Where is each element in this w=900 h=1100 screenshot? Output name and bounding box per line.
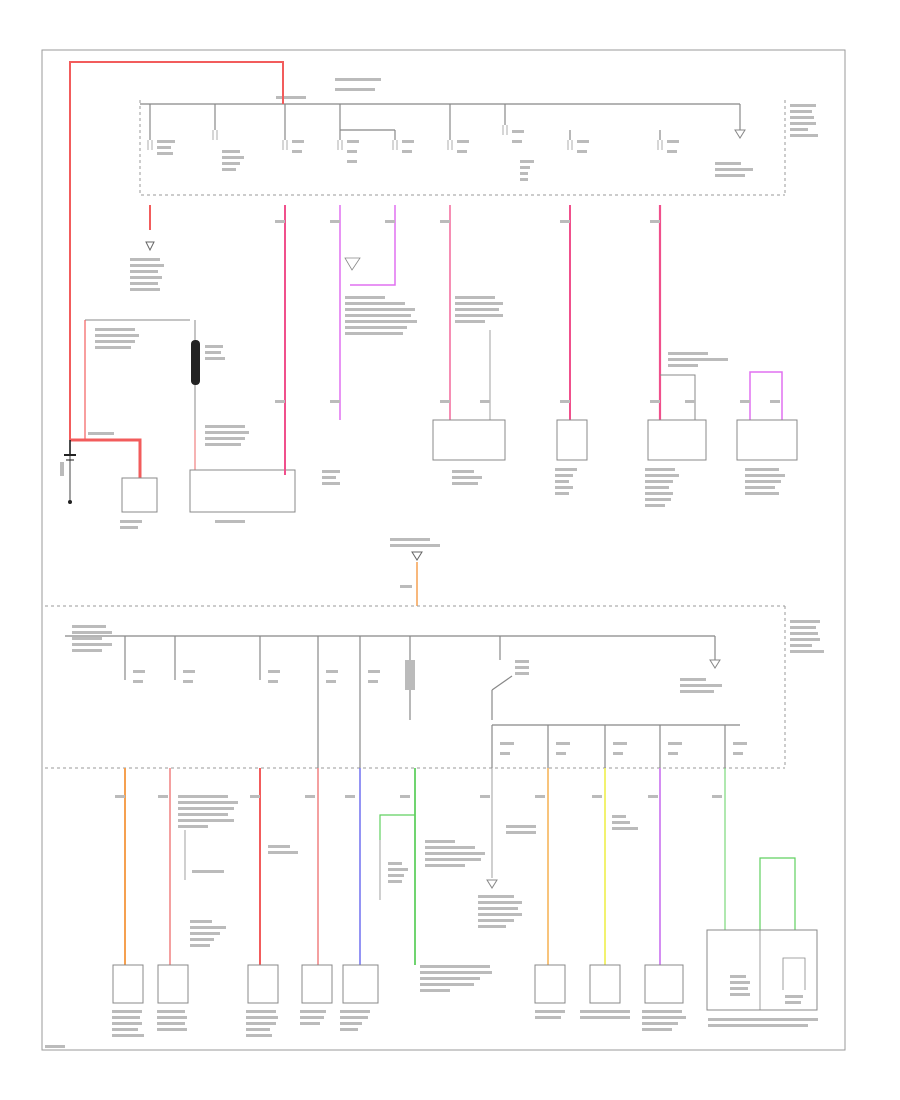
- battery-icon: [64, 454, 76, 504]
- fuse-symbols: [147, 125, 663, 150]
- lower-components: [45, 768, 818, 1048]
- passenger-switch-module-box: [644, 964, 684, 1004]
- passenger-seat-module-box: [736, 419, 798, 461]
- auxiliary-module-box: [589, 964, 621, 1004]
- outer-frame: [41, 49, 846, 1051]
- auxiliary-relay-box: [556, 419, 588, 461]
- fusible-link-icon: [191, 340, 200, 385]
- body-control-module-box: [157, 964, 189, 1004]
- upper-fuse-panel: [60, 61, 818, 529]
- fuel-cutoff-switch-box: [647, 419, 707, 461]
- auxiliary-power-module-box: [247, 964, 279, 1004]
- anti-theft-module-box: [432, 419, 506, 461]
- battery-feed-wire: [69, 61, 284, 440]
- starter-motor-box: [121, 477, 158, 513]
- generator-box: [189, 469, 296, 513]
- ignition-switch-module-box: [342, 964, 379, 1004]
- fuse-labels: [157, 78, 818, 181]
- fog-lamp-wiring: [339, 205, 396, 420]
- mid-connector: [390, 538, 440, 606]
- lower-fuse-panel: [45, 605, 824, 769]
- engine-control-module-box: [112, 964, 144, 1004]
- power-distribution-box: [301, 964, 333, 1004]
- left-headlamp-box: [534, 964, 566, 1004]
